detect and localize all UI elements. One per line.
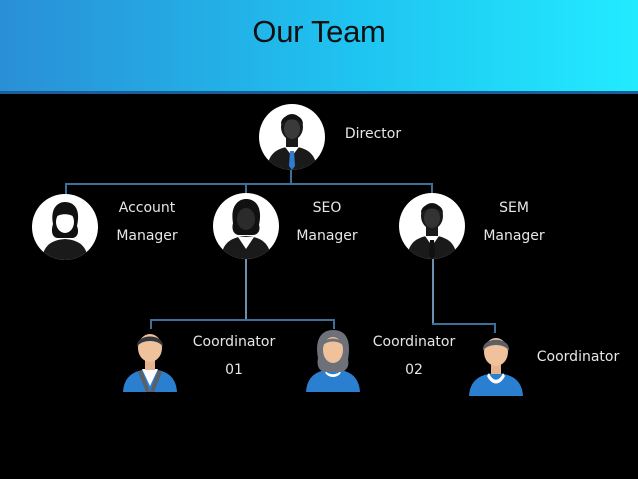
seo-manager-label-line1: SEO — [312, 200, 342, 216]
man-with-tie-icon — [407, 203, 457, 259]
coordinator-02-label-line1: Coordinator — [372, 334, 456, 350]
banner-edge — [0, 91, 638, 94]
coordinator-01-label-line1: Coordinator — [192, 334, 276, 350]
account-manager-avatar — [32, 194, 98, 260]
man-icon — [123, 334, 177, 392]
director-label: Director — [344, 126, 402, 142]
woman-icon — [306, 330, 360, 392]
connector-seo-down — [245, 258, 247, 320]
seo-manager-avatar — [213, 193, 279, 259]
coordinator-01-avatar — [121, 328, 179, 392]
title-banner — [0, 0, 638, 91]
woman-icon — [42, 202, 88, 260]
seo-manager-label-line2: Manager — [296, 228, 358, 244]
director-avatar — [259, 104, 325, 170]
account-manager-label-line2: Manager — [116, 228, 178, 244]
man-icon — [469, 338, 523, 396]
connector-coordinator-bar — [150, 319, 335, 321]
coordinator-02-avatar — [304, 328, 362, 392]
connector-sem-drop — [431, 183, 433, 195]
connector-coord03-drop — [494, 323, 496, 333]
sem-manager-avatar — [399, 193, 465, 259]
woman-icon — [221, 199, 271, 259]
connector-seo-drop — [245, 183, 247, 195]
connector-account-drop — [65, 183, 67, 195]
coordinator-03-avatar — [467, 332, 525, 396]
connector-coord01-drop — [150, 319, 152, 329]
account-manager-label-line1: Account — [118, 200, 176, 216]
coordinator-01-label-line2: 01 — [225, 362, 243, 378]
coordinator-03-label: Coordinator — [536, 349, 620, 365]
slide-title: Our Team — [252, 14, 386, 49]
connector-manager-bar — [66, 183, 433, 185]
connector-coord02-drop — [333, 319, 335, 329]
connector-sem-coord-bar — [432, 323, 495, 325]
coordinator-02-label-line2: 02 — [405, 362, 423, 378]
connector-sem-down — [432, 258, 434, 324]
man-with-tie-icon — [267, 114, 317, 170]
sem-manager-label-line1: SEM — [499, 200, 529, 216]
sem-manager-label-line2: Manager — [483, 228, 545, 244]
connector-director-down — [290, 170, 292, 184]
